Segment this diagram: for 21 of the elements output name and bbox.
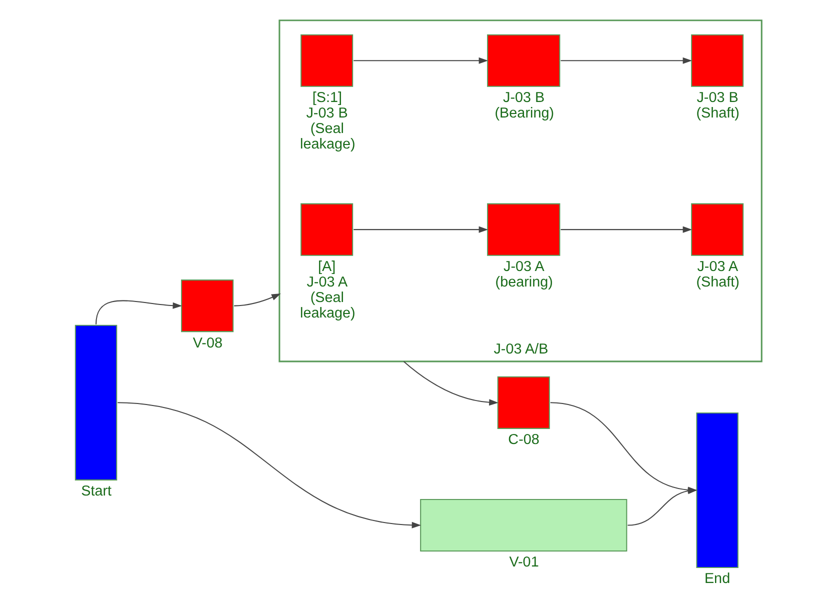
node-label: J-03 A (bearing): [494, 258, 552, 290]
arrow: [353, 57, 488, 64]
arrow: [353, 226, 488, 233]
node-label: V-08: [192, 335, 222, 352]
node-label: J-03 A (Seal leakage): [300, 274, 355, 322]
node-label: J-03 B (Bearing): [494, 90, 554, 122]
node-label: V-01: [508, 554, 538, 571]
node-label: [A]: [318, 258, 336, 275]
node-label: J-03 B (Shaft): [696, 90, 739, 122]
arrow: [560, 226, 692, 233]
node-label: J-03 B (Seal leakage): [300, 105, 355, 152]
node-label: Start: [80, 484, 112, 500]
node-label: End: [704, 571, 730, 588]
arrow: [234, 293, 280, 306]
node-label: C-08: [508, 432, 539, 448]
node-label: [S:1]: [312, 90, 342, 106]
node-label: J-03 A (Shaft): [696, 258, 739, 290]
arrow: [560, 57, 692, 64]
arrow: [402, 361, 498, 406]
arrow: [117, 402, 421, 528]
arrow: [95, 300, 182, 324]
